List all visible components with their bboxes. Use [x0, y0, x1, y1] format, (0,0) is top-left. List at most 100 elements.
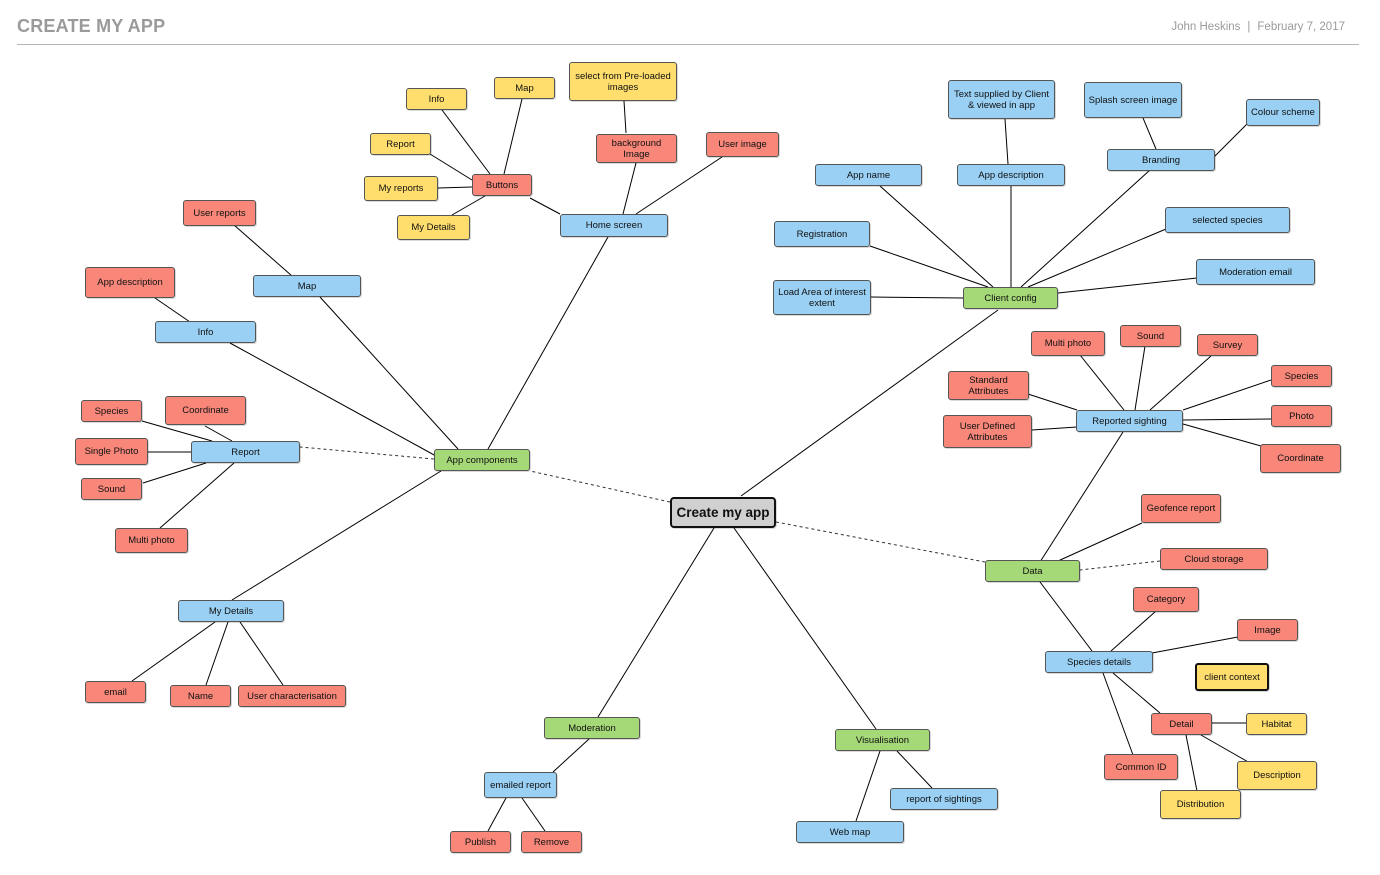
node-multi-photo-right[interactable]: Multi photo: [1031, 331, 1105, 356]
node-sound-left[interactable]: Sound: [81, 478, 142, 500]
edge-info-appdesc: [154, 297, 191, 323]
node-user-defined-attributes[interactable]: User Defined Attributes: [943, 415, 1032, 448]
node-species-details[interactable]: Species details: [1045, 651, 1153, 673]
node-text-supplied[interactable]: Text supplied by Client & viewed in app: [948, 80, 1055, 119]
node-user-characterisation[interactable]: User characterisation: [238, 685, 346, 707]
node-map[interactable]: Map: [253, 275, 361, 297]
node-single-photo[interactable]: Single Photo: [75, 438, 148, 465]
author-name: John Heskins: [1171, 21, 1241, 33]
node-detail[interactable]: Detail: [1151, 713, 1212, 735]
node-button-my-reports[interactable]: My reports: [364, 176, 438, 201]
node-image[interactable]: Image: [1237, 619, 1298, 641]
node-species-right[interactable]: Species: [1271, 365, 1332, 387]
node-remove[interactable]: Remove: [521, 831, 582, 853]
node-app-description-red[interactable]: App description: [85, 267, 175, 298]
node-my-details[interactable]: My Details: [178, 600, 284, 622]
node-user-image[interactable]: User image: [706, 132, 779, 157]
node-splash-screen-image[interactable]: Splash screen image: [1084, 82, 1182, 118]
node-emailed-report[interactable]: emailed report: [484, 772, 557, 798]
edge-config-loadarea: [870, 296, 964, 299]
node-habitat[interactable]: Habitat: [1246, 713, 1307, 735]
node-report[interactable]: Report: [191, 441, 300, 463]
edge-app-info: [229, 342, 437, 457]
edge-sighting-survey: [1149, 355, 1212, 411]
node-moderation-email[interactable]: Moderation email: [1196, 259, 1315, 285]
node-user-reports[interactable]: User reports: [183, 200, 256, 226]
node-description[interactable]: Description: [1237, 761, 1317, 790]
node-app-components[interactable]: App components: [434, 449, 530, 471]
edge-moderation-emailed: [552, 738, 590, 773]
node-data[interactable]: Data: [985, 560, 1080, 582]
node-button-info[interactable]: Info: [406, 88, 467, 110]
edge-appdescription-text: [1004, 118, 1009, 165]
node-load-area[interactable]: Load Area of interest extent: [773, 280, 871, 315]
node-background-image[interactable]: background Image: [596, 134, 677, 163]
node-button-my-details[interactable]: My Details: [397, 215, 470, 240]
edge-app-mydetails: [231, 470, 442, 601]
node-species-left[interactable]: Species: [81, 400, 142, 422]
edge-sighting-species: [1182, 379, 1272, 411]
edge-home-buttons: [529, 197, 561, 215]
edge-root-client-config: [740, 309, 999, 497]
node-distribution[interactable]: Distribution: [1160, 790, 1241, 819]
node-name[interactable]: Name: [170, 685, 231, 707]
edge-background-preloaded: [623, 100, 627, 134]
edge-buttons-info: [441, 109, 491, 175]
node-geofence-report[interactable]: Geofence report: [1141, 494, 1221, 523]
node-button-map[interactable]: Map: [494, 77, 555, 99]
edge-report-species: [141, 420, 213, 442]
node-selected-species[interactable]: selected species: [1165, 207, 1290, 233]
node-survey[interactable]: Survey: [1197, 334, 1258, 356]
node-category[interactable]: Category: [1133, 587, 1199, 612]
edge-buttons-myreports: [437, 186, 473, 189]
edge-report-multiphoto: [159, 462, 235, 529]
node-visualisation[interactable]: Visualisation: [835, 729, 930, 751]
edge-speciesdetails-category: [1110, 610, 1157, 652]
node-report-of-sightings[interactable]: report of sightings: [890, 788, 998, 810]
meta-separator: |: [1247, 21, 1251, 33]
edge-sighting-coordinate: [1182, 423, 1262, 447]
edge-config-branding: [1020, 169, 1151, 288]
node-registration[interactable]: Registration: [774, 221, 870, 247]
node-sound-right[interactable]: Sound: [1120, 325, 1181, 347]
node-cloud-storage[interactable]: Cloud storage: [1160, 548, 1268, 570]
node-coordinate-left[interactable]: Coordinate: [165, 396, 246, 425]
edge-sighting-userdefined: [1031, 426, 1078, 431]
node-coordinate-right[interactable]: Coordinate: [1260, 444, 1341, 473]
node-publish[interactable]: Publish: [450, 831, 511, 853]
node-info[interactable]: Info: [155, 321, 256, 343]
edge-config-selectedspecies: [1027, 228, 1167, 288]
edge-emailed-remove: [521, 797, 546, 832]
node-reported-sighting[interactable]: Reported sighting: [1076, 410, 1183, 432]
node-buttons[interactable]: Buttons: [472, 174, 532, 196]
edge-buttons-map: [503, 98, 523, 175]
node-moderation[interactable]: Moderation: [544, 717, 640, 739]
node-app-description-blue[interactable]: App description: [957, 164, 1065, 186]
node-branding[interactable]: Branding: [1107, 149, 1215, 171]
node-colour-scheme[interactable]: Colour scheme: [1246, 99, 1320, 126]
root-node[interactable]: Create my app: [670, 497, 776, 528]
node-web-map[interactable]: Web map: [796, 821, 904, 843]
edge-sighting-sound: [1134, 345, 1146, 411]
node-photo[interactable]: Photo: [1271, 405, 1332, 427]
edge-data-geofence: [1057, 522, 1143, 562]
node-standard-attributes[interactable]: Standard Attributes: [948, 371, 1029, 400]
node-common-id[interactable]: Common ID: [1104, 754, 1178, 780]
node-select-preloaded-images[interactable]: select from Pre-loaded images: [569, 62, 677, 101]
edge-speciesdetails-commonid: [1102, 672, 1134, 756]
node-home-screen[interactable]: Home screen: [560, 214, 668, 237]
node-multi-photo-left[interactable]: Multi photo: [115, 528, 188, 553]
edge-buttons-report: [429, 153, 473, 181]
edge-mydetails-name: [205, 621, 229, 686]
edge-sighting-multiphoto: [1079, 354, 1125, 411]
page-title: CREATE MY APP: [17, 16, 166, 36]
node-client-config[interactable]: Client config: [963, 287, 1058, 309]
edge-app-report: [299, 446, 435, 460]
node-email[interactable]: email: [85, 681, 146, 703]
edge-detail-distribution: [1185, 734, 1198, 792]
node-button-report[interactable]: Report: [370, 133, 431, 155]
node-client-context[interactable]: client context: [1195, 663, 1269, 691]
node-app-name[interactable]: App name: [815, 164, 922, 186]
edge-data-speciesdetails: [1039, 581, 1093, 652]
